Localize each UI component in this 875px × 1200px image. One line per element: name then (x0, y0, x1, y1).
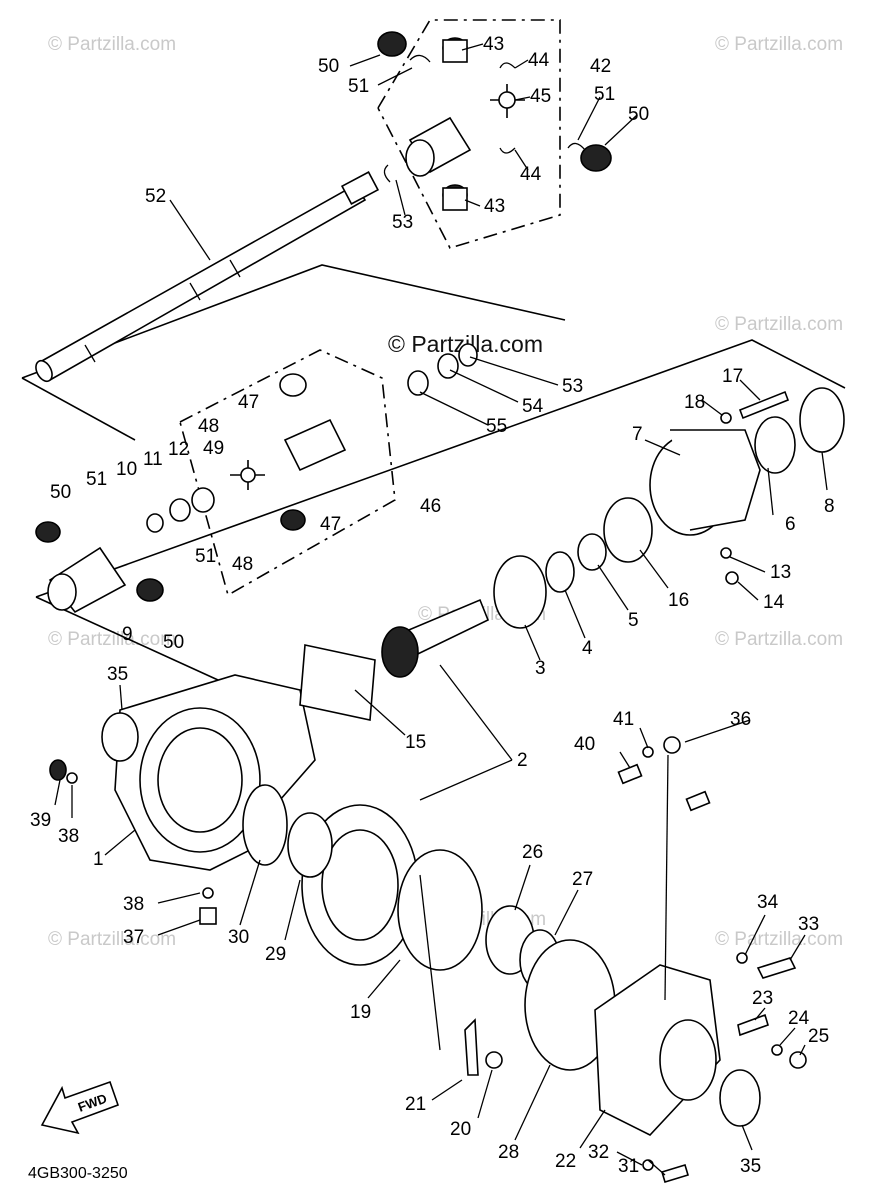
callout-label: 3 (535, 658, 546, 679)
callout-label: 22 (555, 1151, 576, 1172)
watermark-text: © Partzilla.com (48, 929, 176, 950)
callout-label: 28 (498, 1142, 519, 1163)
callout-label: 1 (93, 849, 104, 870)
callout-label: 51 (348, 76, 369, 97)
callout-label: 11 (143, 449, 163, 470)
callout-label: 27 (572, 869, 593, 890)
universal-joint-upper (377, 31, 612, 211)
callout-label: 50 (50, 482, 71, 503)
callout-label: 45 (530, 86, 551, 107)
callout-label: 4 (582, 638, 593, 659)
callout-label: 2 (517, 750, 528, 771)
callout-label: 55 (486, 416, 507, 437)
callout-label: 14 (763, 592, 785, 613)
callout-label: 16 (668, 590, 689, 611)
callout-label: 8 (824, 496, 835, 517)
callout-label: 31 (618, 1156, 639, 1177)
callout-label: 51 (86, 469, 107, 490)
callout-label: 10 (116, 459, 137, 480)
callout-label: 47 (320, 514, 341, 535)
callout-label: 7 (632, 424, 643, 445)
callout-label: 35 (740, 1156, 761, 1177)
callout-label: 17 (722, 366, 743, 387)
callout-label: 48 (198, 416, 219, 437)
section-frames (21, 19, 846, 681)
callout-label: 47 (238, 392, 259, 413)
callout-label: 44 (528, 50, 550, 71)
watermark-text: © Partzilla.com (715, 629, 843, 650)
callout-label: 6 (785, 514, 796, 535)
watermark-text: © Partzilla.com (48, 629, 176, 650)
callout-label: 50 (163, 632, 184, 653)
callout-label: 23 (752, 988, 773, 1009)
callout-labels: 50 51 43 44 42 45 51 50 44 43 52 53 53 5… (30, 34, 835, 1177)
callout-label: 40 (574, 734, 595, 755)
callout-label: 36 (730, 709, 751, 730)
callout-label: 30 (228, 927, 249, 948)
callout-label: 35 (107, 664, 128, 685)
callout-label: 21 (405, 1094, 426, 1115)
callout-label: 9 (122, 624, 133, 645)
callout-label: 43 (484, 196, 505, 217)
ring-gear-differential (242, 736, 711, 1071)
callout-label: 38 (123, 894, 144, 915)
callout-label: 50 (628, 104, 649, 125)
callout-label: 32 (588, 1142, 609, 1163)
callout-label: 25 (808, 1026, 829, 1047)
callout-label: 13 (770, 562, 791, 583)
diagram-code: 4GB300-3250 (28, 1165, 128, 1182)
callout-label: 18 (684, 392, 705, 413)
callout-label: 50 (318, 56, 339, 77)
callout-label: 53 (562, 376, 583, 397)
watermark-text: © Partzilla.com (715, 34, 843, 55)
callout-label: 43 (483, 34, 504, 55)
fwd-arrow-icon: FWD (40, 1080, 120, 1135)
pinion-and-bearings (381, 387, 845, 678)
callout-label: 51 (195, 546, 216, 567)
callout-label: 37 (123, 927, 144, 948)
callout-label: 49 (203, 438, 224, 459)
callout-label: 19 (350, 1002, 371, 1023)
callout-label: 12 (168, 439, 189, 460)
callout-label: 44 (520, 164, 542, 185)
callout-label: 51 (594, 84, 615, 105)
universal-joint-lower (35, 373, 347, 614)
watermark-text: © Partzilla.com (715, 929, 843, 950)
callout-label: 53 (392, 212, 413, 233)
callout-label: 41 (613, 709, 634, 730)
callout-label: 15 (405, 732, 426, 753)
drive-shaft-52 (35, 171, 380, 383)
callout-label: 54 (522, 396, 544, 417)
callout-label: 26 (522, 842, 543, 863)
callout-label: 33 (798, 914, 819, 935)
callout-label: 46 (420, 496, 441, 517)
callout-label: 5 (628, 610, 639, 631)
diff-cover-22 (464, 952, 807, 1183)
callout-label: 20 (450, 1119, 471, 1140)
callout-label: 48 (232, 554, 253, 575)
callout-label: 34 (757, 892, 779, 913)
callout-label: 52 (145, 186, 166, 207)
callout-label: 38 (58, 826, 79, 847)
callout-label: 42 (590, 56, 611, 77)
callout-label: 39 (30, 810, 51, 831)
callout-label: 29 (265, 944, 286, 965)
leader-lines (54, 43, 828, 1176)
watermark-text: © Partzilla.com (48, 34, 176, 55)
watermark-text: © Partzilla.com (715, 314, 843, 335)
callout-label: 24 (788, 1008, 810, 1029)
